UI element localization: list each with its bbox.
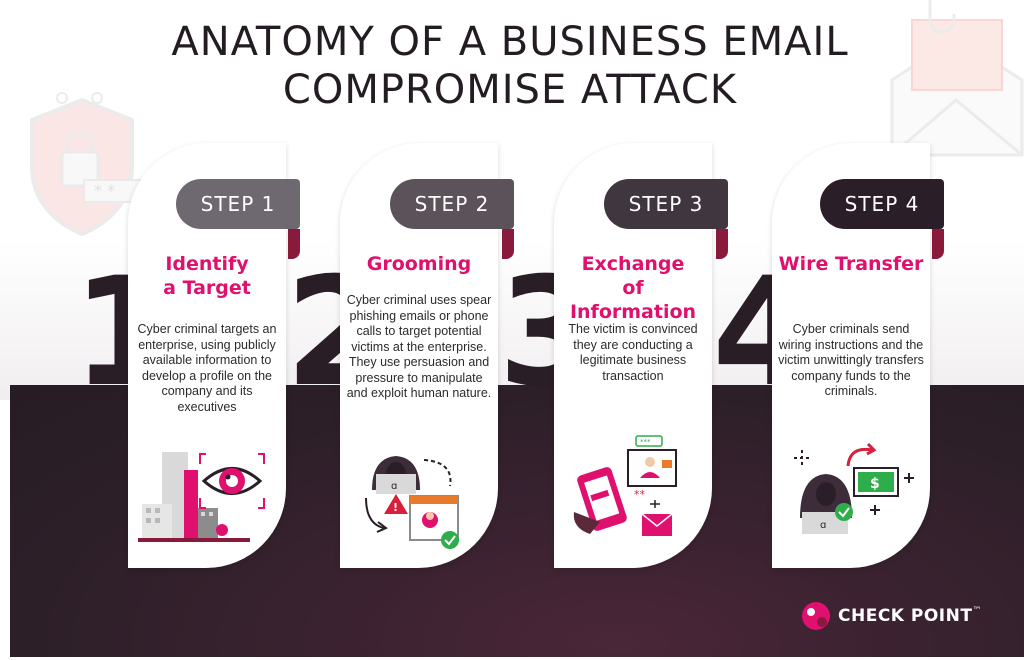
step-4-description: Cyber criminals send wiring instructions… [778, 322, 924, 398]
brand-name: CHECK POINT [838, 606, 973, 626]
page-title: ANATOMY OF A BUSINESS EMAIL COMPROMISE A… [171, 19, 849, 113]
step-2-description: Cyber criminal uses spear phishing email… [346, 293, 492, 400]
step-1-title: Identify a Target [128, 252, 286, 300]
hacker-phishing-icon: ɑ ! [365, 456, 459, 549]
step-1-tab [288, 229, 300, 259]
check-point-logo: CHECK POINT ™ [800, 600, 981, 632]
svg-text:!: ! [393, 501, 398, 514]
step-3-tab [716, 229, 728, 259]
step-3-title-text: Exchange of Information [569, 253, 697, 323]
step-4-tab [932, 229, 944, 259]
svg-text:* *: * * [94, 181, 115, 200]
svg-text:**: ** [634, 488, 646, 501]
step-1-label: STEP 1 [176, 179, 300, 229]
step-2-tab [502, 229, 514, 259]
brand-trademark: ™ [972, 606, 982, 616]
shield-lock-icon: * * [30, 92, 147, 237]
svg-text:ɑ: ɑ [820, 520, 826, 531]
step-3-label: STEP 3 [604, 179, 728, 229]
step-3-title: Exchange of Information [554, 252, 712, 324]
svg-text:$: $ [870, 476, 880, 492]
step-4-label: STEP 4 [820, 179, 944, 229]
svg-text:***: *** [640, 438, 651, 446]
hacker-money-icon: ɑ $ [794, 442, 914, 534]
envelope-hook-icon [890, 0, 1024, 157]
svg-text:ɑ: ɑ [391, 481, 397, 492]
step-3-description: The victim is convinced they are conduct… [568, 322, 698, 383]
check-point-mark-icon [802, 602, 830, 630]
phone-email-icon: *** ** [573, 435, 677, 536]
buildings-eye-icon [138, 452, 265, 542]
step-1-title-text: Identify a Target [163, 253, 251, 299]
step-1-description: Cyber criminal targets an enterprise, us… [137, 322, 277, 414]
step-2-label: STEP 2 [390, 179, 514, 229]
step-2-title: Grooming [366, 253, 472, 275]
step-4-title: Wire Transfer [778, 253, 924, 275]
